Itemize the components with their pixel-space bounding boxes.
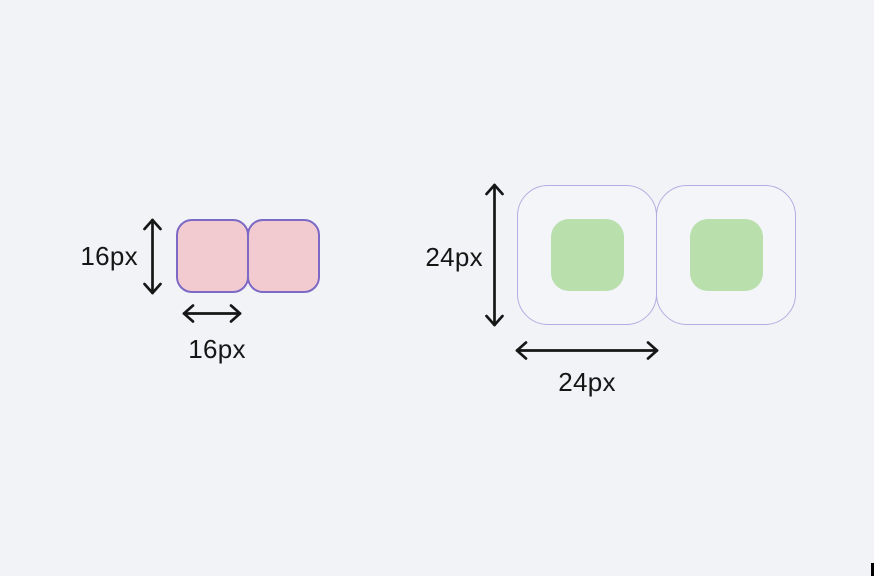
large-target-box-1 (517, 185, 657, 325)
bottom-right-black-mark (871, 563, 874, 576)
large-target-height-label: 24px (425, 242, 483, 272)
icon-area-1 (550, 219, 624, 291)
vertical-dimension-arrow-icon (143, 218, 162, 295)
small-target-height-arrow (140, 215, 165, 298)
horizontal-dimension-arrow-icon (182, 304, 242, 323)
small-target-width-label: 16px (188, 334, 246, 364)
large-target-width-arrow (512, 338, 662, 363)
large-target-height-arrow (482, 180, 507, 330)
large-target-width-label: 24px (558, 367, 616, 397)
icon-area-2 (689, 219, 763, 291)
large-target-box-2 (656, 185, 796, 325)
horizontal-dimension-arrow-icon (515, 341, 659, 360)
small-target-box-2 (247, 219, 320, 293)
small-target-height-label: 16px (80, 241, 138, 271)
small-target-box-1 (176, 219, 249, 293)
vertical-dimension-arrow-icon (485, 183, 504, 327)
small-target-width-arrow (179, 301, 245, 326)
